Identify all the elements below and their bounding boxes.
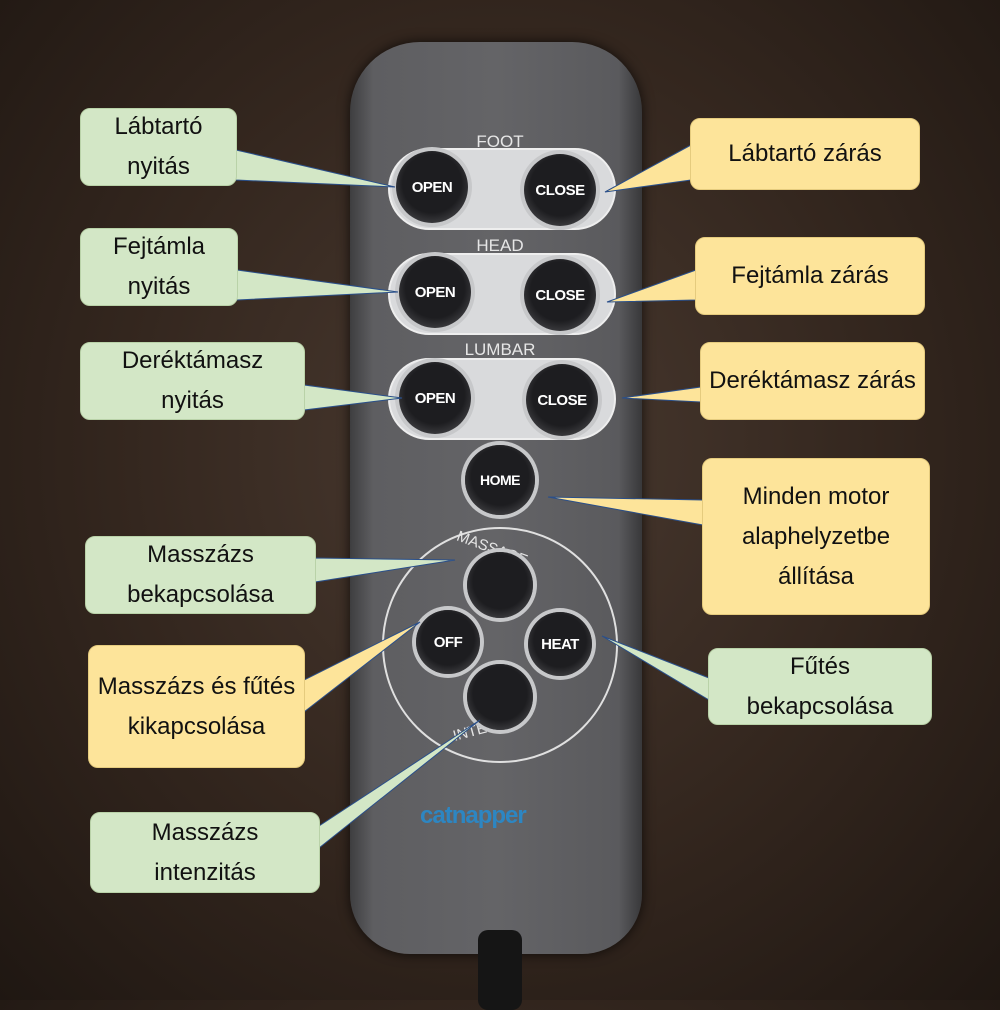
callout-lumbar-open: Deréktámasz nyitás [80, 342, 305, 420]
lumbar-close-button[interactable]: CLOSE [526, 364, 598, 436]
pointer-lumbar-close [621, 386, 702, 403]
callout-foot-open: Lábtartó nyitás [80, 108, 237, 186]
brand-logo: catnapper [420, 802, 527, 829]
head-open-button[interactable]: OPEN [399, 256, 471, 328]
intensity-button[interactable] [467, 664, 533, 730]
lumbar-open-button[interactable]: OPEN [399, 362, 471, 434]
head-label: HEAD [476, 236, 524, 255]
callout-home: Minden motor alaphelyzetbe állítása [702, 458, 930, 615]
callout-head-open: Fejtámla nyitás [80, 228, 238, 306]
pointer-head-open [236, 269, 399, 301]
head-close-button[interactable]: CLOSE [524, 259, 596, 331]
pointer-lumbar-open [303, 384, 403, 411]
callout-heat: Fűtés bekapcsolása [708, 648, 932, 725]
home-button[interactable]: HOME [465, 445, 535, 515]
remote-cable [478, 930, 522, 1010]
callout-intensity: Masszázs intenzitás [90, 812, 320, 893]
off-button[interactable]: OFF [416, 610, 480, 674]
massage-button[interactable] [467, 552, 533, 618]
callout-foot-close: Lábtartó zárás [690, 118, 920, 190]
callout-lumbar-close: Deréktámasz zárás [700, 342, 925, 420]
pointer-heat [601, 635, 710, 701]
pointer-foot-open [235, 149, 396, 188]
pointer-off [303, 621, 421, 714]
callout-head-close: Fejtámla zárás [695, 237, 925, 315]
callout-off: Masszázs és fűtés kikapcsolása [88, 645, 305, 768]
foot-open-button[interactable]: OPEN [396, 151, 468, 223]
pointer-foot-close [604, 144, 692, 193]
callout-massage: Masszázs bekapcsolása [85, 536, 316, 614]
foot-label: FOOT [476, 132, 524, 151]
foot-close-button[interactable]: CLOSE [524, 154, 596, 226]
pointer-head-close [606, 269, 697, 303]
pointer-massage [314, 557, 456, 583]
pointer-intensity [318, 719, 481, 850]
heat-button[interactable]: HEAT [528, 612, 592, 676]
pointer-home [547, 496, 704, 526]
lumbar-label: LUMBAR [464, 340, 536, 359]
